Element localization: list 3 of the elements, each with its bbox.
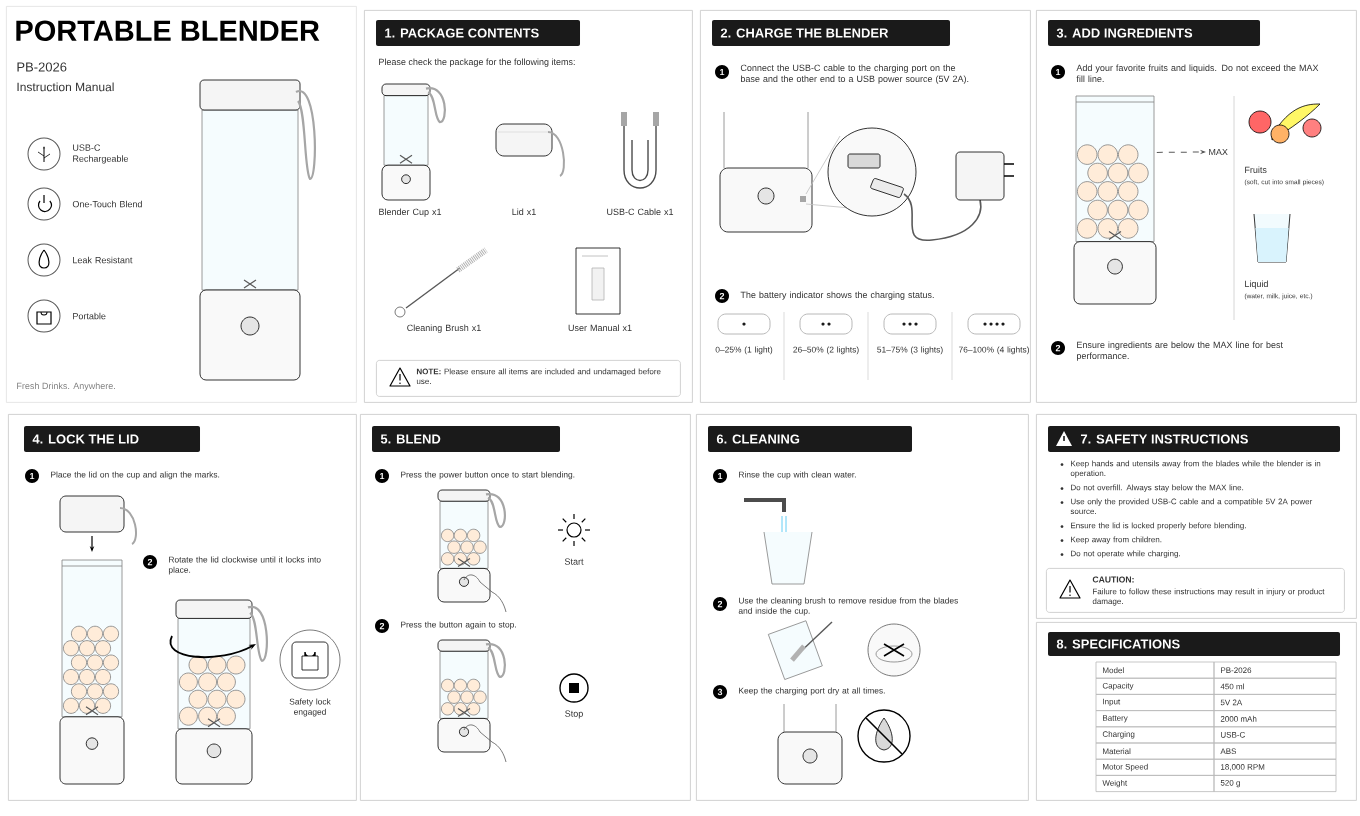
cup-drawing xyxy=(1073,95,1157,305)
leader-line xyxy=(1156,150,1206,154)
manual-title: PORTABLE BLENDER xyxy=(16,20,320,41)
